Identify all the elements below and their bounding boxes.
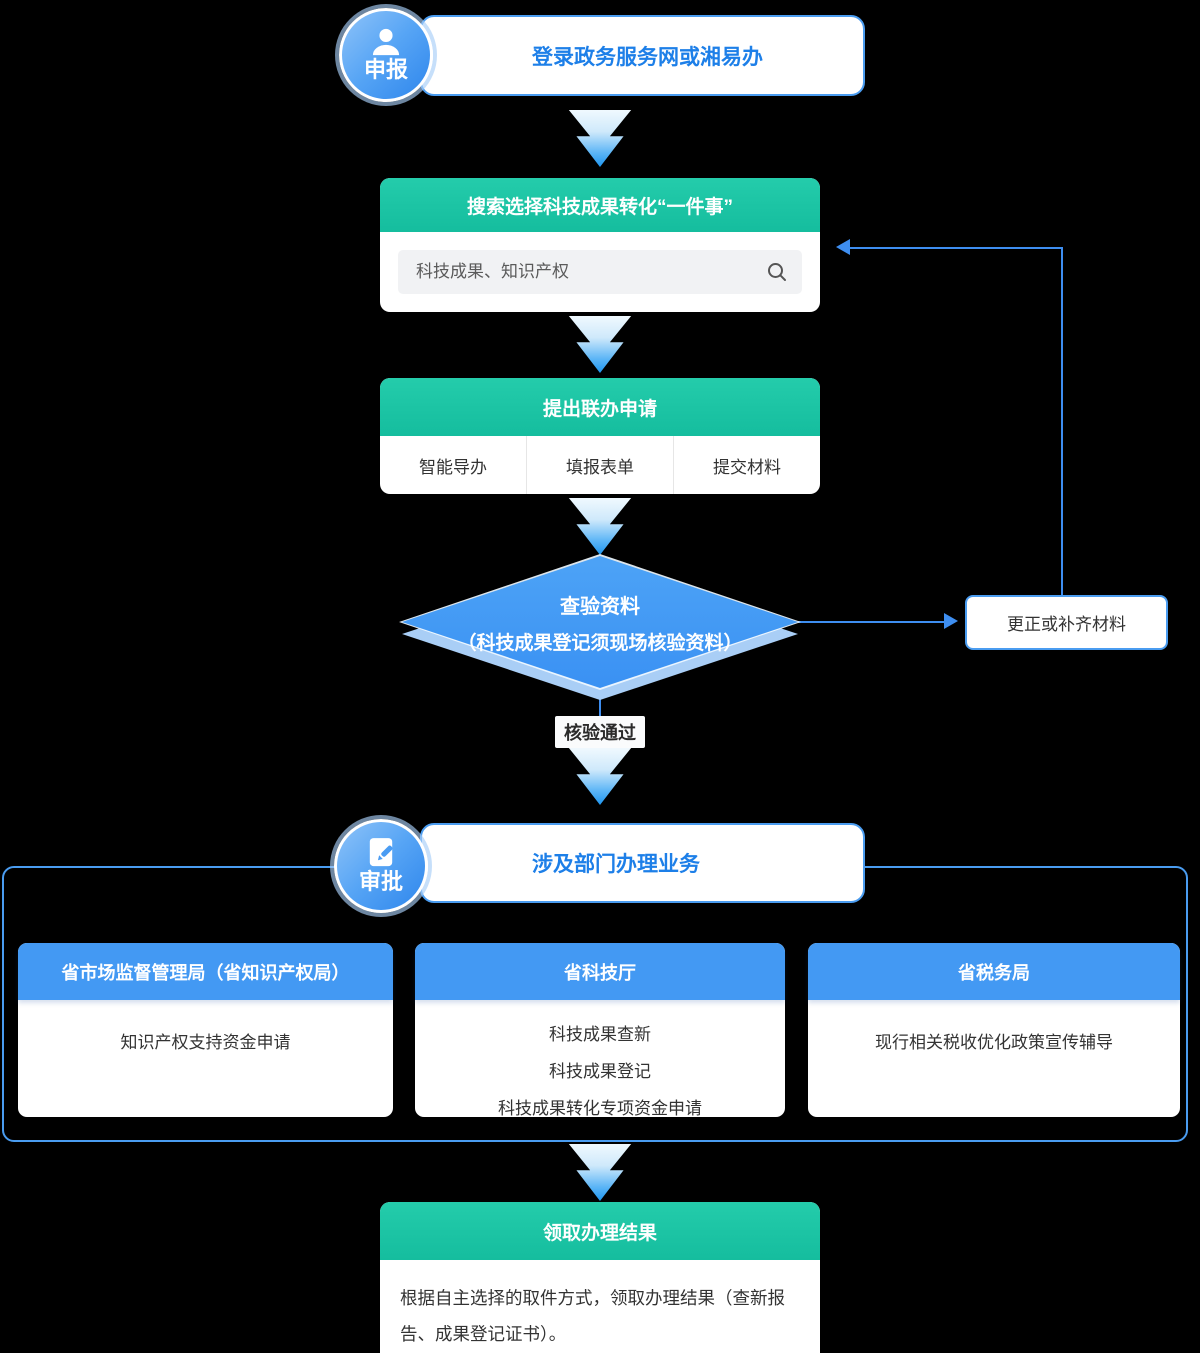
- dept-card-market-regulation: 省市场监督管理局（省知识产权局） 知识产权支持资金申请: [18, 943, 393, 1117]
- search-step-card: 搜索选择科技成果转化“一件事”: [380, 178, 820, 312]
- stage-declare-badge: 申报: [339, 8, 433, 102]
- arrow-down-icon: [568, 316, 632, 373]
- dept-header: 省科技厅: [415, 943, 785, 1000]
- dept-item: 科技成果转化专项资金申请: [498, 1099, 702, 1118]
- dept-title: 省市场监督管理局（省知识产权局）: [61, 962, 350, 983]
- arrow-down-icon: [568, 498, 632, 555]
- stage-approve-label: 审批: [358, 869, 403, 895]
- dept-item: 科技成果查新: [549, 1025, 651, 1044]
- login-step-title: 登录政务服务网或湘易办: [532, 45, 763, 69]
- dept-item: 知识产权支持资金申请: [120, 1033, 291, 1052]
- arrow-left-icon: [836, 239, 850, 255]
- loop-line-horizontal: [850, 247, 1063, 249]
- dept-item: 科技成果登记: [549, 1062, 651, 1081]
- stage-approve-badge: 审批: [334, 819, 428, 913]
- arrow-right-icon: [944, 613, 958, 629]
- diamond-title: 查验资料: [560, 595, 640, 618]
- dept-body: 科技成果查新 科技成果登记 科技成果转化专项资金申请: [415, 1000, 785, 1118]
- search-input[interactable]: [398, 262, 802, 282]
- result-step-title: 领取办理结果: [542, 1222, 657, 1244]
- dept-body: 知识产权支持资金申请: [18, 1000, 393, 1117]
- stage-declare-label: 申报: [363, 57, 408, 83]
- search-step-header: 搜索选择科技成果转化“一件事”: [380, 178, 820, 232]
- loop-line-vertical: [1061, 249, 1063, 595]
- apply-step-title: 提出联办申请: [542, 398, 657, 420]
- document-pen-icon: [367, 837, 395, 869]
- apply-option-smart-guide: 智能导办: [419, 457, 487, 477]
- arrow-down-icon: [568, 110, 632, 167]
- dept-body: 现行相关税收优化政策宣传辅导: [808, 1000, 1180, 1117]
- apply-option-submit-materials: 提交材料: [673, 436, 820, 494]
- search-icon[interactable]: [766, 261, 788, 283]
- correction-box: 更正或补齐材料: [965, 595, 1168, 650]
- review-decision-diamond: 查验资料 （科技成果登记须现场核验资料）: [399, 554, 801, 700]
- dept-header: 省市场监督管理局（省知识产权局）: [18, 943, 393, 1000]
- apply-step-body: 智能导办 填报表单 提交材料: [380, 436, 820, 494]
- search-box: [398, 250, 802, 294]
- dept-title: 省税务局: [958, 962, 1030, 983]
- dept-card-science-tech: 省科技厅 科技成果查新 科技成果登记 科技成果转化专项资金申请: [415, 943, 785, 1118]
- pass-label: 核验通过: [555, 716, 645, 748]
- connector-line: [599, 687, 601, 718]
- apply-option-fill-form: 填报表单: [526, 436, 673, 494]
- dept-header: 省税务局: [808, 943, 1180, 1000]
- user-icon: [370, 27, 402, 57]
- arrow-down-icon: [568, 1144, 632, 1201]
- apply-step-header: 提出联办申请: [380, 378, 820, 436]
- dept-card-tax-bureau: 省税务局 现行相关税收优化政策宣传辅导: [808, 943, 1180, 1117]
- approval-step-title: 涉及部门办理业务: [532, 853, 700, 876]
- connector-line: [798, 621, 946, 623]
- search-step-body: [380, 232, 820, 312]
- arrow-down-icon: [568, 748, 632, 805]
- approval-step-box: 涉及部门办理业务: [420, 823, 865, 903]
- dept-title: 省科技厅: [564, 962, 636, 983]
- login-step-box: 登录政务服务网或湘易办: [420, 15, 865, 96]
- result-step-card: 领取办理结果 根据自主选择的取件方式，领取办理结果（查新报告、成果登记证书）。: [380, 1202, 820, 1353]
- apply-step-card: 提出联办申请 智能导办 填报表单 提交材料: [380, 378, 820, 494]
- result-step-description: 根据自主选择的取件方式，领取办理结果（查新报告、成果登记证书）。: [400, 1288, 785, 1344]
- correction-label: 更正或补齐材料: [1007, 615, 1126, 634]
- dept-item: 现行相关税收优化政策宣传辅导: [875, 1033, 1113, 1052]
- diamond-text: 查验资料 （科技成果登记须现场核验资料）: [402, 556, 798, 688]
- diamond-subtitle: （科技成果登记须现场核验资料）: [457, 632, 743, 654]
- result-step-header: 领取办理结果: [380, 1202, 820, 1260]
- search-step-title: 搜索选择科技成果转化“一件事”: [466, 196, 733, 218]
